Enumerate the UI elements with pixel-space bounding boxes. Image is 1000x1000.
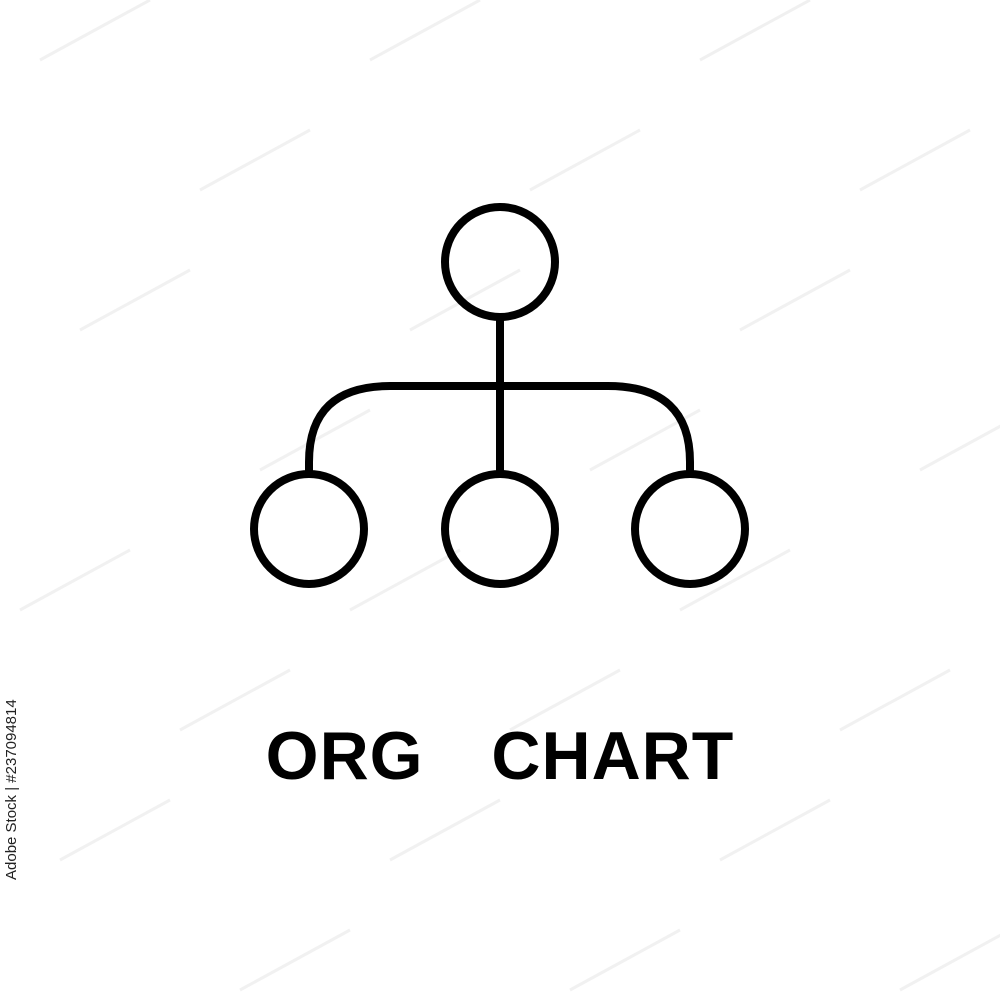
stock-id: Adobe Stock | #237094814 xyxy=(3,699,20,880)
watermark-stroke xyxy=(569,928,681,992)
watermark-stroke xyxy=(79,268,191,332)
watermark-stroke xyxy=(679,548,791,612)
watermark-stroke xyxy=(529,128,641,192)
watermark-stroke xyxy=(389,798,501,862)
watermark-stroke xyxy=(699,0,811,62)
watermark-stroke xyxy=(919,424,1000,472)
watermark-stroke xyxy=(179,668,291,732)
watermark-stroke xyxy=(369,0,481,62)
watermark-stroke xyxy=(239,928,351,992)
branch-connector xyxy=(305,382,694,476)
watermark-stroke xyxy=(19,548,131,612)
watermark-stroke xyxy=(39,0,151,62)
child-node-center xyxy=(441,470,559,588)
watermark-stroke xyxy=(719,798,831,862)
top-node xyxy=(441,203,559,321)
caption: ORG CHART xyxy=(265,718,735,794)
watermark-stroke xyxy=(509,668,621,732)
watermark-stroke xyxy=(839,668,951,732)
watermark-stroke xyxy=(899,933,1000,992)
watermark-pattern xyxy=(19,0,1000,992)
child-node-right xyxy=(631,470,749,588)
watermark-stroke xyxy=(739,268,851,332)
child-node-left xyxy=(250,470,368,588)
watermark-stroke xyxy=(199,128,311,192)
watermark-stroke xyxy=(349,548,461,612)
watermark-stroke xyxy=(859,128,971,192)
watermark-stroke xyxy=(59,798,171,862)
